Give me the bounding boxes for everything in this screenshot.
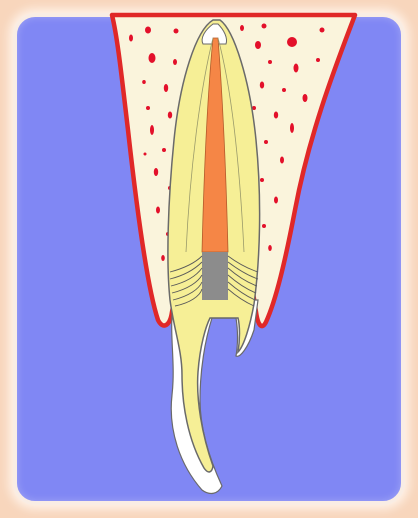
canal-filling <box>202 252 228 300</box>
